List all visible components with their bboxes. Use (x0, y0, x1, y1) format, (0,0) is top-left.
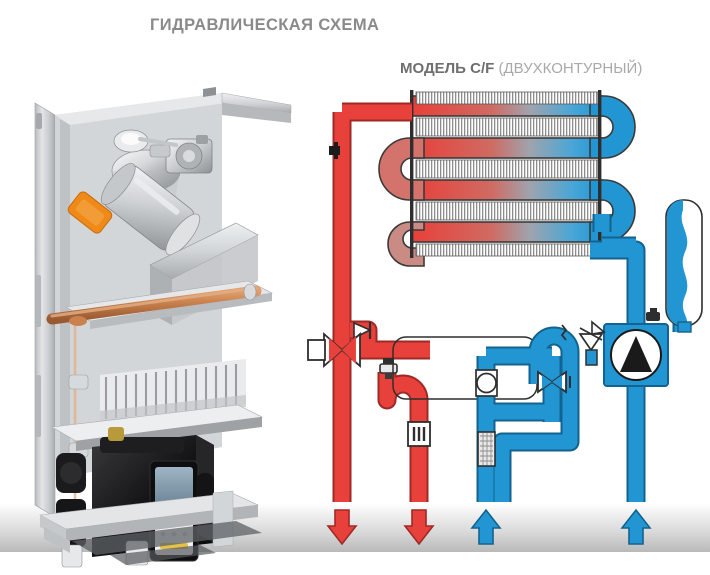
heating-flow-outlet-arrow (326, 509, 358, 546)
model-name: МОДЕЛЬ C/F (400, 60, 495, 77)
burner-fan-assembly (67, 129, 213, 256)
three-way-diverter-valve[interactable] (307, 331, 361, 369)
hydraulic-schematic (307, 90, 703, 546)
page-title: ГИДРАВЛИЧЕСКАЯ СХЕМА (150, 16, 380, 34)
heating-return-inlet-arrow (620, 508, 652, 545)
flow-restrictor (407, 421, 431, 447)
burner-orange-tag (67, 191, 113, 234)
boiler-photo-render (34, 87, 292, 568)
inlet-strainer-filter (477, 431, 496, 467)
expansion-vessel (665, 199, 703, 333)
u-bend-left-lower (387, 221, 425, 267)
pipe-tap-fitting (329, 142, 340, 159)
model-subtitle: МОДЕЛЬ C/F (ДВУХКОНТУРНЫЙ) (400, 60, 642, 77)
automatic-air-vent (628, 314, 639, 321)
cold-water-inlet-arrow (470, 508, 502, 545)
diagram-canvas: ГИДРАВЛИЧЕСКАЯ СХЕМА МОДЕЛЬ C/F (ДВУХКОН… (0, 16, 710, 568)
dhw-outlet-arrow (403, 509, 435, 546)
port-arrows (326, 508, 652, 546)
shutoff-valve[interactable] (537, 370, 571, 394)
circulator-pump[interactable] (603, 308, 669, 387)
finned-heat-exchanger-block (100, 359, 246, 423)
model-qualifier: (ДВУХКОНТУРНЫЙ) (498, 60, 643, 77)
gas-valve-block (149, 135, 213, 174)
safety-relief-valve (560, 320, 606, 366)
flow-switch-sensor (475, 369, 498, 397)
finned-heat-exchanger (378, 90, 636, 267)
check-valve (353, 321, 372, 340)
